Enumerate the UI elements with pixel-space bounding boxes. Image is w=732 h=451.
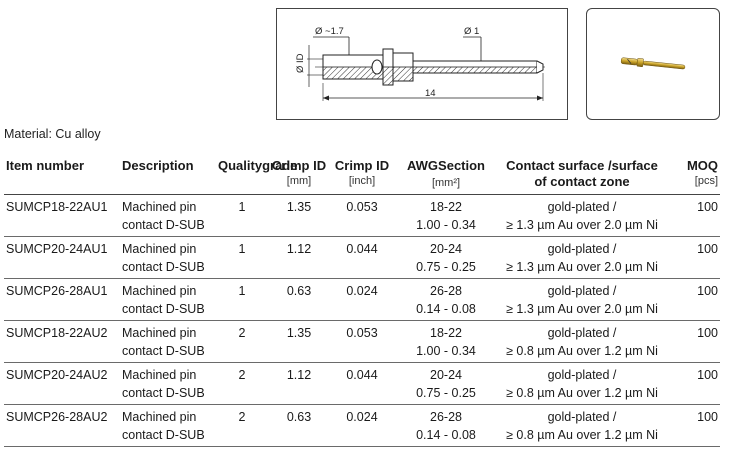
cell-quality-grade: 1 [216,194,268,237]
cell-crimp-id-mm: 1.35 [268,194,330,237]
technical-drawing: Ø ~1.7 Ø 1 Ø ID 14 [276,8,568,120]
pin-drawing-svg: Ø ~1.7 Ø 1 Ø ID 14 [295,26,545,101]
pin-photo-svg [620,57,686,70]
cell-contact-surface: gold-plated /≥ 0.8 µm Au over 1.2 µm Ni [498,404,666,447]
cell-crimp-id-mm: 0.63 [268,278,330,321]
cell-item-number: SUMCP18-22AU1 [4,194,120,237]
cell-item-number: SUMCP20-24AU2 [4,362,120,405]
dim-pin-diameter: Ø 1 [464,26,479,37]
cell-quality-grade: 2 [216,362,268,405]
header-moq: MOQ[pcs] [666,156,720,195]
cell-moq: 100 [666,320,720,363]
cell-crimp-id-inch: 0.024 [330,404,394,447]
header-quality-grade: Qualitygrade [216,156,297,195]
cell-crimp-id-inch: 0.024 [330,278,394,321]
cell-quality-grade: 2 [216,404,268,447]
cell-crimp-id-inch: 0.053 [330,320,394,363]
dim-small-diameter: Ø ~1.7 [315,26,344,37]
cell-crimp-id-mm: 1.12 [268,236,330,279]
cell-crimp-id-inch: 0.044 [330,236,394,279]
cell-crimp-id-mm: 1.12 [268,362,330,405]
dim-length: 14 [425,88,436,99]
header-item-number: Item number [4,156,120,195]
table-header-row: Item number Description Qualitygrade Cri… [4,156,720,195]
cell-quality-grade: 2 [216,320,268,363]
cell-contact-surface: gold-plated /≥ 1.3 µm Au over 2.0 µm Ni [498,194,666,237]
cell-contact-surface: gold-plated /≥ 1.3 µm Au over 2.0 µm Ni [498,278,666,321]
cell-crimp-id-inch: 0.044 [330,362,394,405]
header-description: Description [120,156,216,195]
product-photo [586,8,720,120]
cell-item-number: SUMCP26-28AU2 [4,404,120,447]
cell-crimp-id-inch: 0.053 [330,194,394,237]
product-spec-table: Item number Description Qualitygrade Cri… [4,156,720,447]
cell-moq: 100 [666,278,720,321]
cell-item-number: SUMCP26-28AU1 [4,278,120,321]
material-label: Material: Cu alloy [4,127,101,141]
cell-moq: 100 [666,404,720,447]
cell-contact-surface: gold-plated /≥ 0.8 µm Au over 1.2 µm Ni [498,362,666,405]
cell-contact-surface: gold-plated /≥ 0.8 µm Au over 1.2 µm Ni [498,320,666,363]
cell-moq: 100 [666,362,720,405]
header-crimp-id-mm: Crimp ID[mm] [268,156,330,195]
header-crimp-id-inch: Crimp ID[inch] [330,156,394,195]
cell-contact-surface: gold-plated /≥ 1.3 µm Au over 2.0 µm Ni [498,236,666,279]
header-awg-section: AWGSection [mm²] [394,156,498,195]
cell-item-number: SUMCP20-24AU1 [4,236,120,279]
inspection-hole [371,59,383,75]
cell-crimp-id-mm: 1.35 [268,320,330,363]
cell-item-number: SUMCP18-22AU2 [4,320,120,363]
cell-moq: 100 [666,236,720,279]
pin-contact-part [642,60,686,70]
cell-moq: 100 [666,194,720,237]
cell-crimp-id-mm: 0.63 [268,404,330,447]
dim-inner-diameter: Ø ID [295,53,306,73]
cell-quality-grade: 1 [216,278,268,321]
cell-quality-grade: 1 [216,236,268,279]
header-contact-surface: Contact surface /surface of contact zone [498,156,666,195]
